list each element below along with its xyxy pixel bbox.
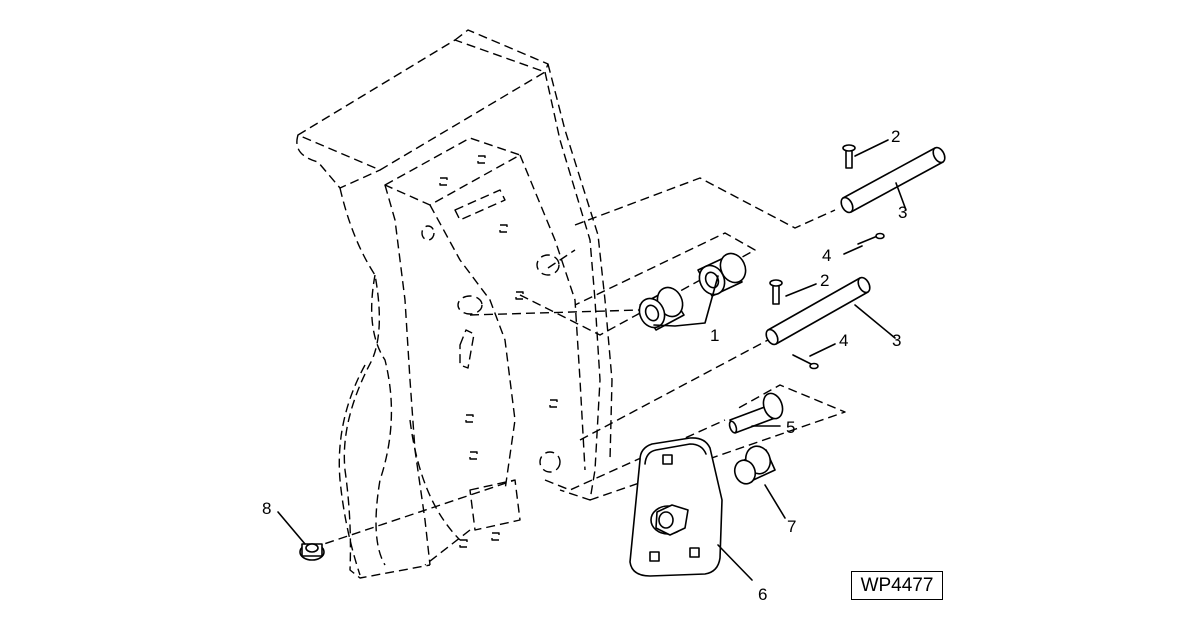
leader-lines — [277, 139, 907, 581]
cotter-pin-upper — [857, 232, 885, 245]
flange-nut — [299, 543, 325, 561]
bushing-1a — [638, 286, 685, 331]
pin-lower — [765, 276, 871, 346]
callout-8: 8 — [262, 499, 271, 518]
bolt-lower — [769, 279, 783, 305]
bolt-upper — [842, 144, 856, 169]
callout-1: 1 — [710, 326, 719, 345]
callout-4-upper: 4 — [822, 246, 831, 265]
bushing-1b — [697, 252, 747, 297]
mounting-plate — [629, 437, 723, 577]
callout-4-lower: 4 — [839, 331, 848, 350]
carriage-bolt — [728, 392, 784, 434]
callout-2-lower: 2 — [820, 271, 829, 290]
callout-5: 5 — [786, 418, 795, 437]
callout-3-upper: 3 — [898, 203, 907, 222]
mounting-bracket-outline — [296, 29, 613, 579]
callout-7: 7 — [787, 517, 796, 536]
spacer-bushing — [733, 445, 776, 485]
cotter-pin-lower — [792, 354, 819, 370]
callout-3-lower: 3 — [892, 331, 901, 350]
pin-upper — [840, 146, 946, 214]
figure-id-label: WP4477 — [851, 571, 943, 600]
callout-2-upper: 2 — [891, 127, 900, 146]
callout-6: 6 — [758, 585, 767, 604]
